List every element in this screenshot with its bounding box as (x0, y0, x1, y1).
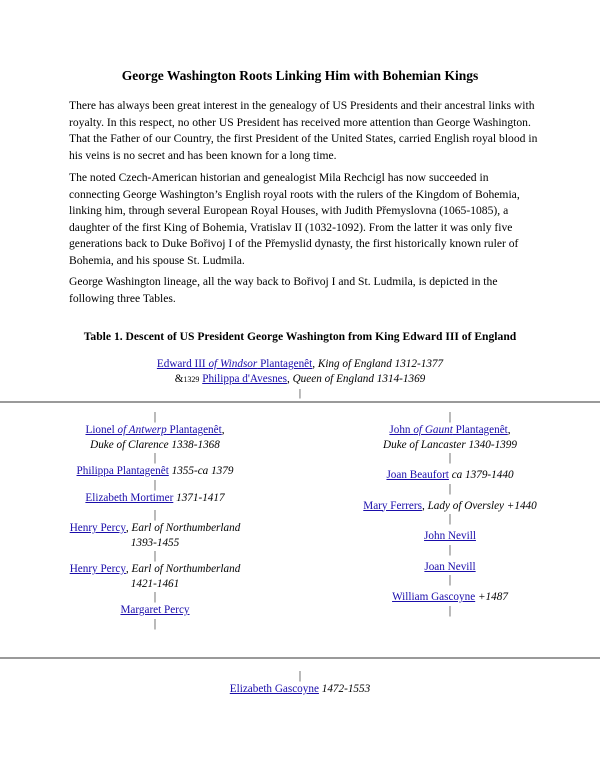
connector-bar: | (448, 543, 452, 556)
margaret-percy-entry: Margaret Percy (66, 603, 244, 618)
lineage-right-column: | John of Gaunt Plantagenêt, Duke of Lan… (350, 411, 550, 617)
connector-bar: | (448, 513, 452, 525)
philippa-avesnes-link[interactable]: Philippa d'Avesnes (202, 373, 287, 385)
lineage-left-column: | Lionel of Antwerp Plantagenêt, Duke of… (66, 411, 244, 630)
paragraph-lineage: George Washington lineage, all the way b… (69, 275, 498, 305)
document-title: George Washington Roots Linking Him with… (121, 68, 479, 83)
edward-iii-entry: Edward III of Windsor Plantagenêt, King … (0, 357, 600, 372)
philippa-avesnes-entry: &1329 Philippa d'Avesnes, Queen of Engla… (0, 372, 600, 387)
connector-bar: | (448, 482, 452, 495)
connector-bar: | (448, 411, 452, 423)
elizabeth-gascoyne-entry: | Elizabeth Gascoyne 1472-1553 (0, 670, 600, 697)
john-gaunt-entry: John of Gaunt Plantagenêt, Duke of Lanca… (383, 424, 517, 451)
joan-beaufort-entry: Joan Beaufort ca 1379-1440 (386, 469, 514, 481)
marriage-year: 1329 (183, 375, 200, 384)
philippa-plantagenet-entry: Philippa Plantagenêt 1355-ca 1379 (76, 465, 234, 477)
philippa-avesnes-title: , Queen of England 1314-1369 (287, 373, 426, 385)
henry-percy-1-entry: Henry Percy, Earl of Northumberland 1393… (69, 522, 241, 549)
philippa-plantagenet-link[interactable]: Philippa Plantagenêt (76, 465, 169, 477)
connector-bar: | (153, 452, 157, 464)
divider-line (0, 401, 600, 403)
elizabeth-gascoyne-link[interactable]: Elizabeth Gascoyne (229, 683, 319, 695)
mary-ferrers-link[interactable]: Mary Ferrers (363, 499, 422, 512)
edward-iii-link[interactable]: Edward III of Windsor Plantagenêt (156, 358, 313, 370)
joan-beaufort-link[interactable]: Joan Beaufort (386, 469, 449, 481)
lionel-title: Duke of Clarence 1338-1368 (90, 438, 220, 451)
elizabeth-mortimer-link[interactable]: Elizabeth Mortimer (85, 491, 174, 504)
lionel-link[interactable]: Lionel of Antwerp Plantagenêt (85, 424, 222, 436)
joan-nevill-link[interactable]: Joan Nevill (424, 560, 476, 573)
john-nevill-link[interactable]: John Nevill (424, 530, 476, 542)
connector-bar: | (153, 617, 157, 630)
paragraph-rechcigl: The noted Czech-American historian and g… (69, 171, 520, 267)
william-gascoyne-entry: William Gascoyne +1487 (392, 591, 508, 603)
root-couple: Edward III of Windsor Plantagenêt, King … (0, 357, 600, 399)
lionel-entry: Lionel of Antwerp Plantagenêt, Duke of C… (85, 424, 225, 451)
connector-bar: | (153, 478, 157, 491)
henry-percy-2-entry: Henry Percy, Earl of Northumberland 1421… (69, 563, 241, 590)
paragraph-intro: There has always been great interest in … (69, 99, 538, 162)
john-nevill-entry: John Nevill (350, 529, 550, 544)
connector-bar: | (153, 550, 157, 562)
table-title: Table 1. Descent of US President George … (83, 330, 517, 343)
william-gascoyne-link[interactable]: William Gascoyne (392, 591, 476, 603)
margaret-percy-link[interactable]: Margaret Percy (120, 604, 190, 616)
henry-percy-2-link[interactable]: Henry Percy (69, 563, 126, 575)
john-gaunt-title: Duke of Lancaster 1340-1399 (383, 438, 517, 451)
mary-ferrers-entry: Mary Ferrers, Lady of Oversley +1440 (363, 499, 537, 512)
elizabeth-mortimer-entry: Elizabeth Mortimer 1371-1417 (85, 491, 225, 504)
henry-percy-1-link[interactable]: Henry Percy (69, 522, 126, 534)
connector-bar: | (298, 670, 302, 682)
connector-bar: | (298, 387, 302, 399)
edward-iii-title: , King of England 1312-1377 (312, 358, 444, 370)
connector-bar: | (448, 452, 452, 464)
marriage-symbol: & (174, 373, 184, 385)
connector-bar: | (448, 574, 452, 586)
joan-nevill-entry: Joan Nevill (350, 560, 550, 575)
divider-line (0, 657, 600, 659)
connector-bar: | (448, 604, 452, 617)
connector-bar: | (153, 411, 157, 423)
connector-bar: | (153, 509, 157, 521)
john-gaunt-link[interactable]: John of Gaunt Plantagenêt (389, 424, 508, 436)
connector-bar: | (153, 591, 157, 603)
